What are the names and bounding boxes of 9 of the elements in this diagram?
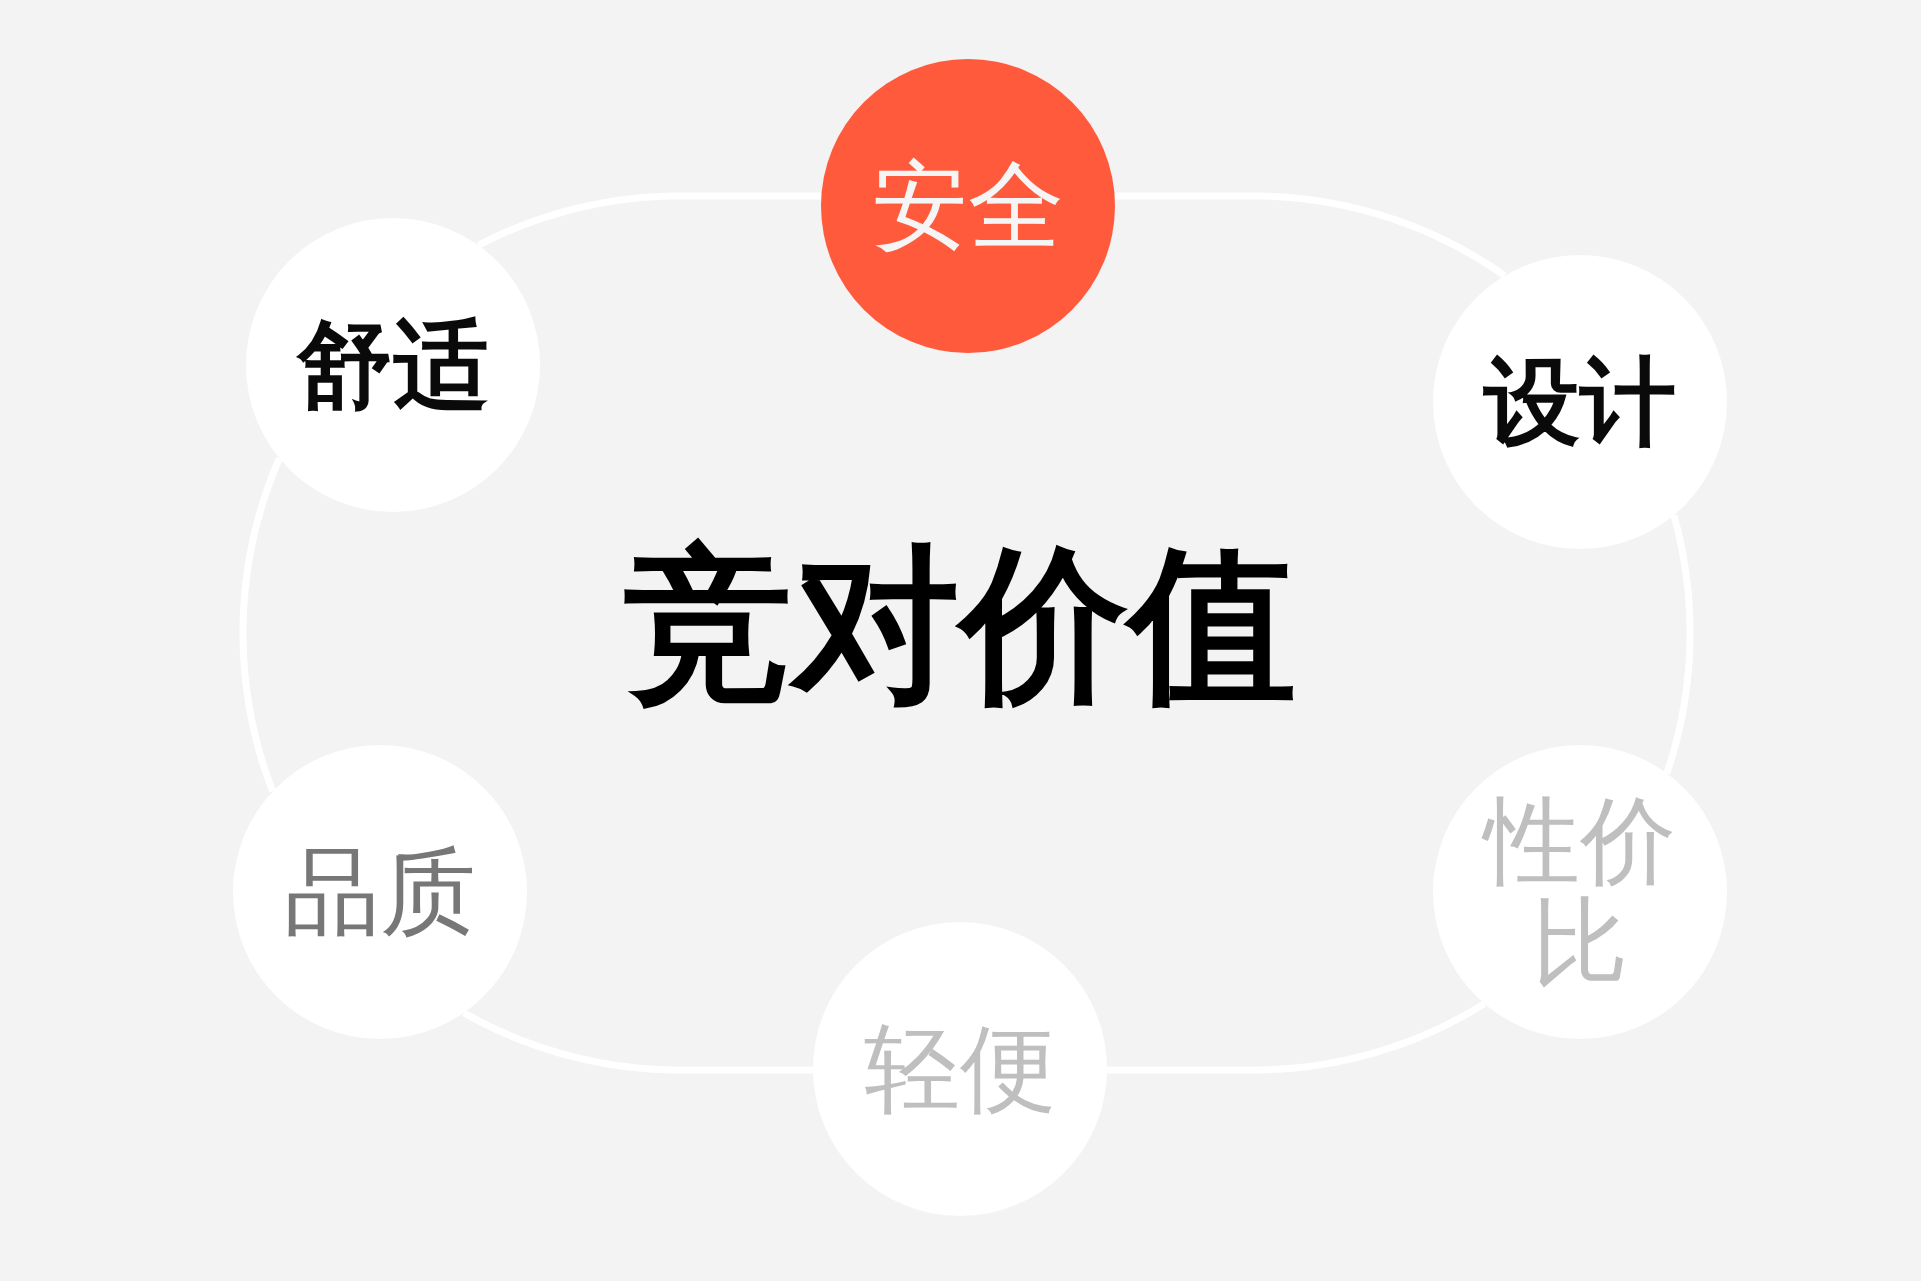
title: 竞对价值 (623, 526, 1297, 725)
value-circle: 轻便 (813, 922, 1107, 1216)
value-circle: 安全 (821, 59, 1115, 353)
value-circle: 舒适 (246, 218, 540, 512)
value-circle: 品质 (233, 745, 527, 1039)
connector-line (476, 192, 822, 249)
connector-line (1114, 192, 1507, 279)
value-circle: 性价比 (1433, 745, 1727, 1039)
value-circle: 设计 (1433, 255, 1727, 549)
